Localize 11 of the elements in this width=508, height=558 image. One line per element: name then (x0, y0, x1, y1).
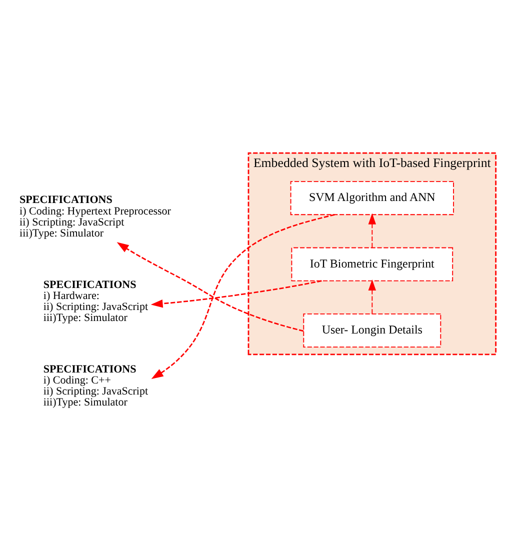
arrow (368, 280, 376, 314)
node-text: SPECIFICATIONS i) Hardware: ii) Scripting: JavaScript iii)Type: Simulator (43, 278, 148, 324)
arrow (116, 242, 304, 332)
arrow (151, 214, 335, 379)
arrow (368, 213, 376, 248)
node-box: User- Longin Details (303, 313, 442, 348)
node-text: SPECIFICATIONS i) Coding: Hypertext Preprocessor ii) Scripting: JavaScript iii)Type: Simulator (20, 194, 171, 240)
node-box: IoT Biometric Fingerprint (291, 247, 454, 282)
node-text: SPECIFICATIONS i) Coding: C++ ii) Scripting: JavaScript iii)Type: Simulator (43, 363, 148, 409)
arrow (150, 280, 322, 308)
node-box: SVM Algorithm and ANN (290, 181, 454, 216)
